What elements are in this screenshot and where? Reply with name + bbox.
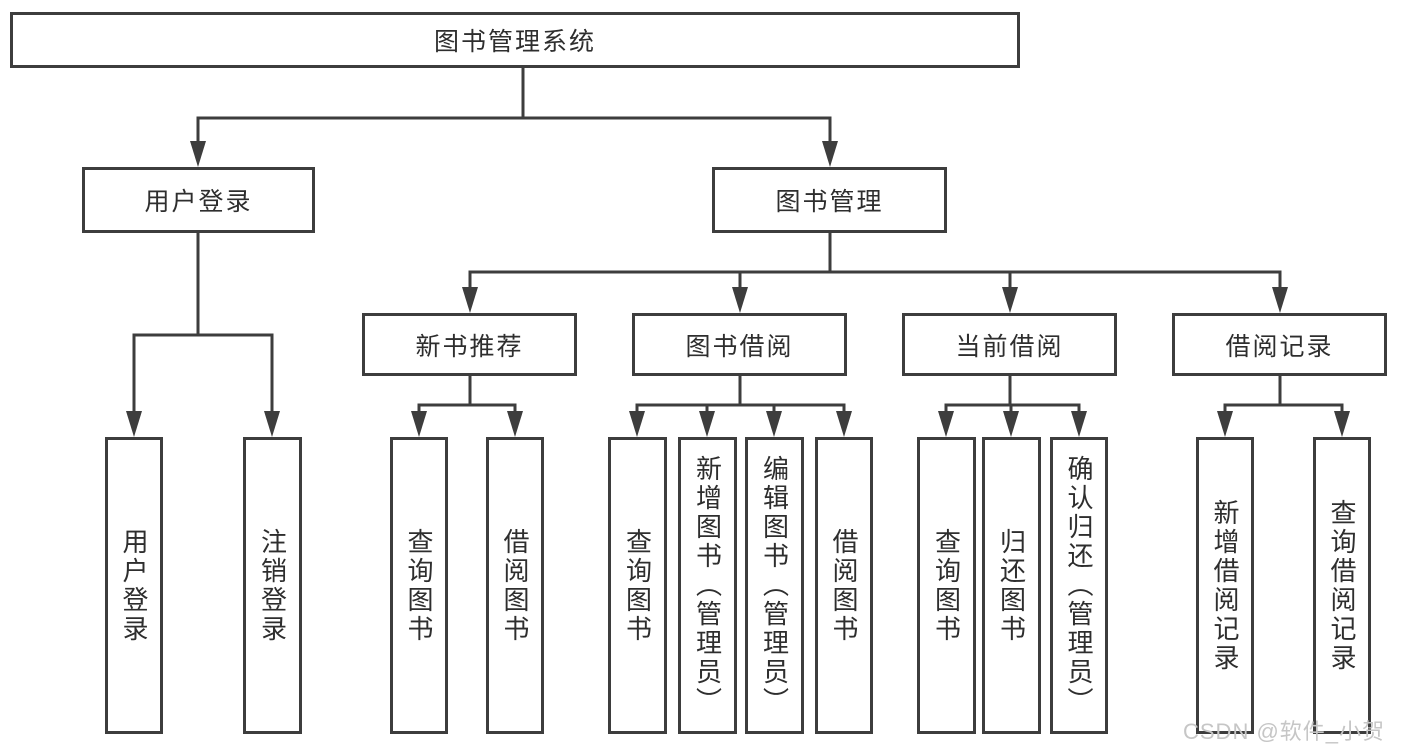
leaf-confirm-return-admin-label: 确认归还（管理员） bbox=[1064, 455, 1094, 716]
node-current-borrowing-label: 当前借阅 bbox=[955, 332, 1064, 361]
arrowhead-icon bbox=[732, 287, 748, 313]
leaf-edit-book-admin: 编辑图书（管理员） bbox=[745, 437, 804, 734]
leaf-query-books-1: 查询图书 bbox=[390, 437, 448, 734]
leaf-return-books: 归还图书 bbox=[982, 437, 1041, 734]
arrowhead-icon bbox=[1217, 411, 1233, 437]
leaf-query-borrow-record: 查询借阅记录 bbox=[1313, 437, 1371, 734]
csdn-watermark: CSDN @软件_小贺同学 bbox=[1183, 719, 1386, 744]
leaf-query-books-1-label: 查询图书 bbox=[404, 527, 434, 644]
leaf-add-book-admin-label: 新增图书（管理员） bbox=[692, 455, 723, 716]
leaf-borrow-books-1: 借阅图书 bbox=[486, 437, 544, 734]
leaf-query-books-2-label: 查询图书 bbox=[622, 527, 653, 644]
arrowhead-icon bbox=[1003, 411, 1019, 437]
arrowhead-icon bbox=[264, 411, 280, 437]
arrowhead-icon bbox=[411, 411, 427, 437]
node-borrow-records: 借阅记录 bbox=[1172, 313, 1387, 376]
leaf-return-books-label: 归还图书 bbox=[996, 527, 1027, 644]
arrowhead-icon bbox=[507, 411, 523, 437]
connector-user-login-group bbox=[132, 233, 274, 412]
connector-book-management-group bbox=[468, 233, 1282, 288]
leaf-query-books-2: 查询图书 bbox=[608, 437, 667, 734]
connector-new-book-group bbox=[417, 376, 517, 412]
leaf-logout: 注销登录 bbox=[243, 437, 302, 734]
leaf-borrow-books-1-label: 借阅图书 bbox=[500, 527, 530, 644]
arrowhead-icon bbox=[699, 411, 715, 437]
arrowhead-icon bbox=[766, 411, 782, 437]
connector-root-to-level2 bbox=[196, 68, 832, 142]
leaf-add-borrow-record: 新增借阅记录 bbox=[1196, 437, 1254, 734]
arrowhead-icon bbox=[462, 287, 478, 313]
leaf-borrow-books-2-label: 借阅图书 bbox=[829, 527, 859, 644]
arrowhead-icon bbox=[190, 141, 206, 167]
node-book-borrowing: 图书借阅 bbox=[632, 313, 847, 376]
arrowhead-icon bbox=[822, 141, 838, 167]
arrowhead-icon bbox=[1272, 287, 1288, 313]
leaf-query-borrow-record-label: 查询借阅记录 bbox=[1327, 498, 1357, 673]
arrowhead-icon bbox=[1334, 411, 1350, 437]
leaf-user-login: 用户登录 bbox=[105, 437, 163, 734]
connector-borrow-record-group bbox=[1223, 376, 1344, 412]
arrowhead-icon bbox=[1071, 411, 1087, 437]
node-book-borrowing-label: 图书借阅 bbox=[685, 332, 794, 361]
arrowhead-icon bbox=[629, 411, 645, 437]
leaf-query-books-3: 查询图书 bbox=[917, 437, 976, 734]
node-new-book-recommend: 新书推荐 bbox=[362, 313, 577, 376]
leaf-add-book-admin: 新增图书（管理员） bbox=[678, 437, 737, 734]
node-current-borrowing: 当前借阅 bbox=[902, 313, 1117, 376]
leaf-edit-book-admin-label: 编辑图书（管理员） bbox=[759, 455, 790, 716]
node-root-label: 图书管理系统 bbox=[433, 28, 596, 56]
node-user-login: 用户登录 bbox=[82, 167, 315, 233]
arrowhead-icon bbox=[126, 411, 142, 437]
leaf-confirm-return-admin: 确认归还（管理员） bbox=[1050, 437, 1108, 734]
connector-current-borrow-group bbox=[944, 376, 1081, 412]
node-borrow-records-label: 借阅记录 bbox=[1225, 332, 1334, 361]
leaf-query-books-3-label: 查询图书 bbox=[931, 527, 962, 644]
leaf-add-borrow-record-label: 新增借阅记录 bbox=[1210, 498, 1240, 673]
connector-book-borrow-group bbox=[635, 376, 846, 412]
arrowhead-icon bbox=[836, 411, 852, 437]
node-book-management-label: 图书管理 bbox=[775, 188, 884, 216]
leaf-user-login-label: 用户登录 bbox=[119, 527, 149, 644]
leaf-borrow-books-2: 借阅图书 bbox=[815, 437, 873, 734]
leaf-logout-label: 注销登录 bbox=[257, 527, 288, 644]
arrowhead-icon bbox=[938, 411, 954, 437]
node-user-login-label: 用户登录 bbox=[144, 188, 253, 216]
node-root: 图书管理系统 bbox=[10, 12, 1020, 68]
arrowhead-icon bbox=[1002, 287, 1018, 313]
node-new-book-recommend-label: 新书推荐 bbox=[415, 332, 524, 361]
node-book-management: 图书管理 bbox=[712, 167, 947, 233]
